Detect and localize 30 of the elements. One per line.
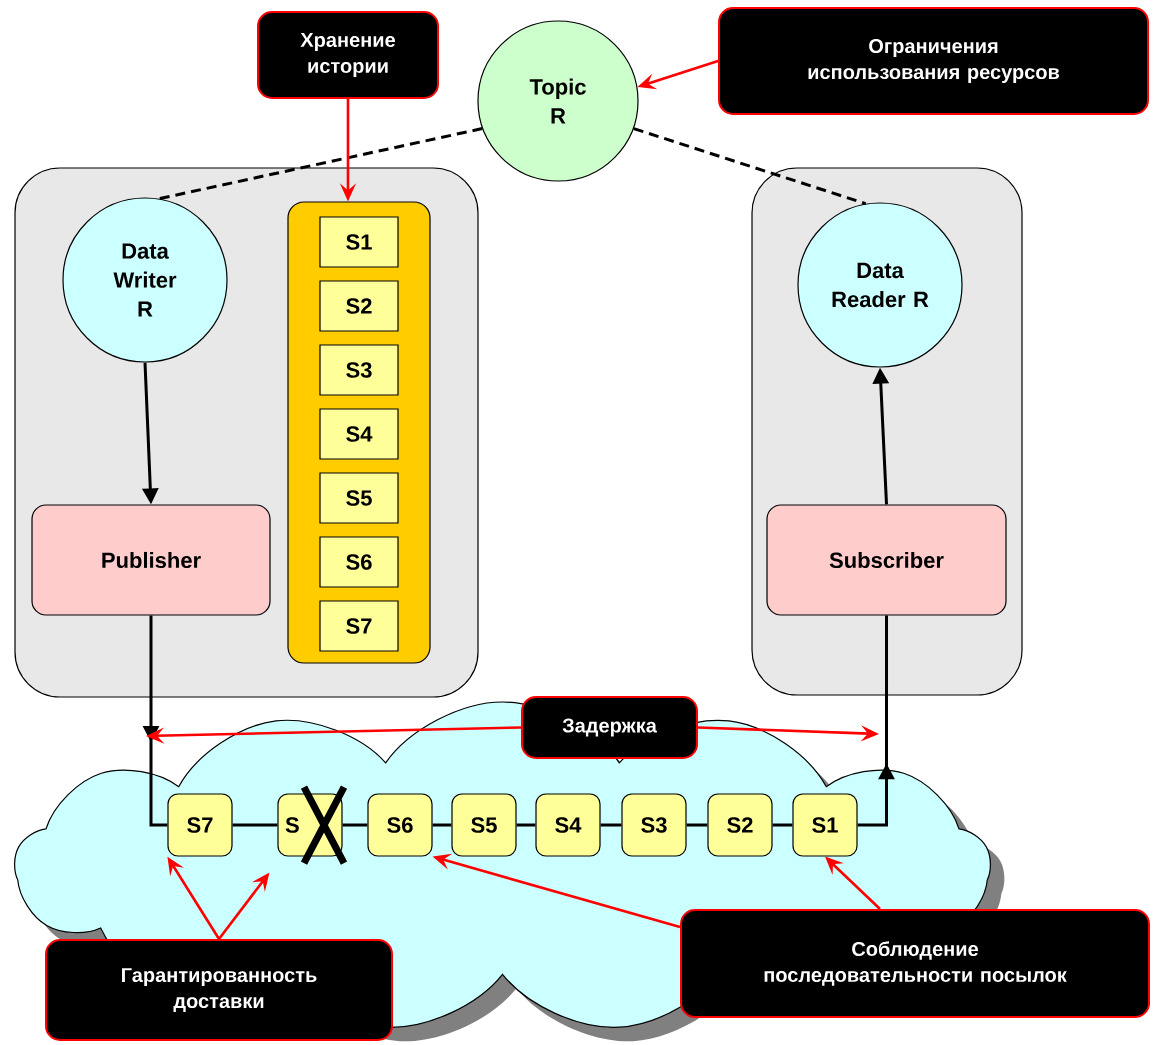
connector-line	[516, 823, 536, 827]
callout-box: Хранение истории	[257, 11, 439, 99]
process-box: Subscriber	[766, 504, 1007, 616]
packet-box: S2	[707, 793, 773, 857]
dashed-line	[159, 127, 483, 201]
process-box: Publisher	[31, 504, 271, 616]
callout-box: Ограничения использования ресурсов	[718, 7, 1149, 115]
sample-box: S1	[319, 216, 399, 268]
sample-box: S6	[319, 536, 399, 588]
callout-box: Задержка	[521, 696, 698, 759]
packet-box: S5	[451, 793, 517, 857]
callout-box: Гарантированность доставки	[45, 939, 393, 1041]
connector-line	[600, 823, 622, 827]
packet-box: S1	[792, 793, 858, 857]
sample-box: S5	[319, 472, 399, 524]
dashed-line	[633, 127, 867, 206]
connector-line	[232, 823, 278, 827]
callout-box: Соблюдение последовательности посылок	[680, 909, 1150, 1018]
packet-box: S4	[535, 793, 601, 857]
connector-line	[342, 823, 368, 827]
sample-box: S3	[319, 344, 399, 396]
packet-box: S3	[621, 793, 687, 857]
sample-box: S2	[319, 280, 399, 332]
packet-box: S6	[367, 793, 433, 857]
connector-line	[686, 823, 708, 827]
sample-box: S7	[319, 600, 399, 652]
packet-box: S7	[167, 793, 233, 857]
connector-line	[772, 823, 793, 827]
sample-box: S4	[319, 408, 399, 460]
connector-line	[432, 823, 452, 827]
